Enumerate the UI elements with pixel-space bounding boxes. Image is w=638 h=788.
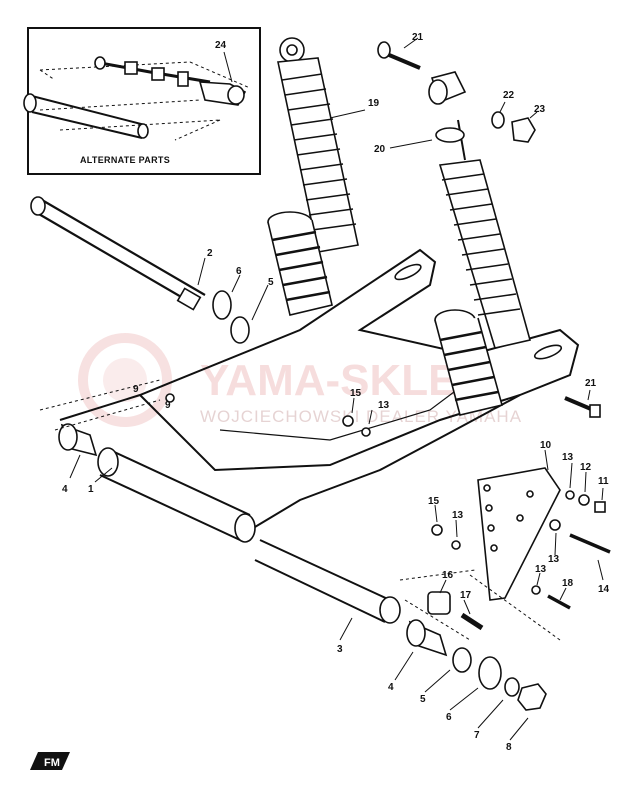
- callout-5-right: 5: [420, 694, 426, 705]
- callout-4-right: 4: [388, 682, 394, 693]
- shaft-3: [254, 539, 391, 623]
- washer-13-upper: [361, 427, 371, 437]
- watermark-logo-icon: [78, 333, 172, 427]
- washer-12: [578, 494, 590, 506]
- callout-23: 23: [534, 104, 546, 115]
- swing-arm-assembly: [30, 37, 611, 741]
- nut-15-lower: [431, 524, 443, 536]
- callout-14: 14: [598, 584, 610, 595]
- callout-19: 19: [368, 98, 380, 109]
- watermark: YAMA-SKLEP WOJCIECHOWSKI DEALER YAMAHA: [78, 333, 522, 427]
- pivot-shaft: [31, 199, 206, 306]
- callout-21-b: 21: [585, 378, 597, 389]
- oring-5-right: [452, 647, 472, 673]
- callout-15-b: 15: [428, 496, 440, 507]
- bolt-18: [547, 594, 571, 610]
- shock-absorber-right: [438, 119, 531, 349]
- callout-22: 22: [503, 90, 515, 101]
- callout-17: 17: [460, 590, 472, 601]
- washer-13-c: [531, 585, 541, 595]
- callout-6-left: 6: [236, 266, 242, 277]
- dust-boot-left: [267, 211, 333, 316]
- watermark-brand: YAMA-SKLEP: [200, 356, 487, 405]
- bolt-14: [569, 533, 611, 554]
- bolt-9: [165, 393, 175, 403]
- nut-15-upper: [342, 415, 354, 427]
- washer-13-b: [549, 519, 561, 531]
- callout-labels: 2 6 5 1 3 4 4 5 6 7 8 9 9 10 11 12 13 13…: [62, 32, 610, 753]
- callout-4-left: 4: [62, 484, 68, 495]
- callout-13-b: 13: [378, 400, 390, 411]
- callout-13-a: 13: [562, 452, 574, 463]
- callout-1: 1: [88, 484, 94, 495]
- callout-15-a: 15: [350, 388, 362, 399]
- alternate-parts-inset: ALTERNATE PARTS 24: [23, 27, 261, 175]
- callout-24: 24: [215, 40, 227, 51]
- watermark-subtitle: WOJCIECHOWSKI DEALER YAMAHA: [200, 407, 522, 426]
- washer-20: [435, 127, 465, 143]
- washer-13-a: [565, 490, 575, 500]
- callout-3: 3: [337, 644, 343, 655]
- cap-nut-23: [511, 117, 536, 143]
- callout-20: 20: [374, 144, 386, 155]
- corner-mark: FM: [30, 752, 70, 770]
- bracket-10: [477, 467, 561, 601]
- washer-13-lower: [451, 540, 461, 550]
- pin-17: [460, 612, 484, 631]
- washer-22: [491, 111, 505, 129]
- callout-12: 12: [580, 462, 592, 473]
- bushing-16: [427, 591, 451, 615]
- washer-6-right: [478, 656, 502, 690]
- callout-8: 8: [506, 742, 512, 753]
- oring-5-left: [230, 316, 250, 344]
- callout-5-left: 5: [268, 277, 274, 288]
- callout-9-a: 9: [133, 384, 139, 395]
- shock-absorber-left: [277, 37, 359, 253]
- callout-13-e: 13: [535, 564, 547, 575]
- nut-11: [594, 501, 606, 513]
- callout-11: 11: [598, 476, 609, 487]
- corner-mark-text: FM: [44, 757, 60, 769]
- callout-9-b: 9: [165, 400, 171, 411]
- alternate-parts-caption: ALTERNATE PARTS: [80, 155, 170, 165]
- callout-13-d: 13: [548, 554, 560, 565]
- callout-21-a: 21: [412, 32, 424, 43]
- callout-7: 7: [474, 730, 480, 741]
- callout-16: 16: [442, 570, 454, 581]
- washer-6-left: [212, 290, 232, 320]
- dust-boot-right: [434, 309, 503, 416]
- callout-18: 18: [562, 578, 574, 589]
- callout-6-right: 6: [446, 712, 452, 723]
- callout-2: 2: [207, 248, 213, 259]
- callout-10: 10: [540, 440, 552, 451]
- nut-8: [517, 683, 547, 711]
- callout-13-c: 13: [452, 510, 464, 521]
- pivot-tube: [99, 449, 251, 541]
- washer-7: [504, 677, 520, 697]
